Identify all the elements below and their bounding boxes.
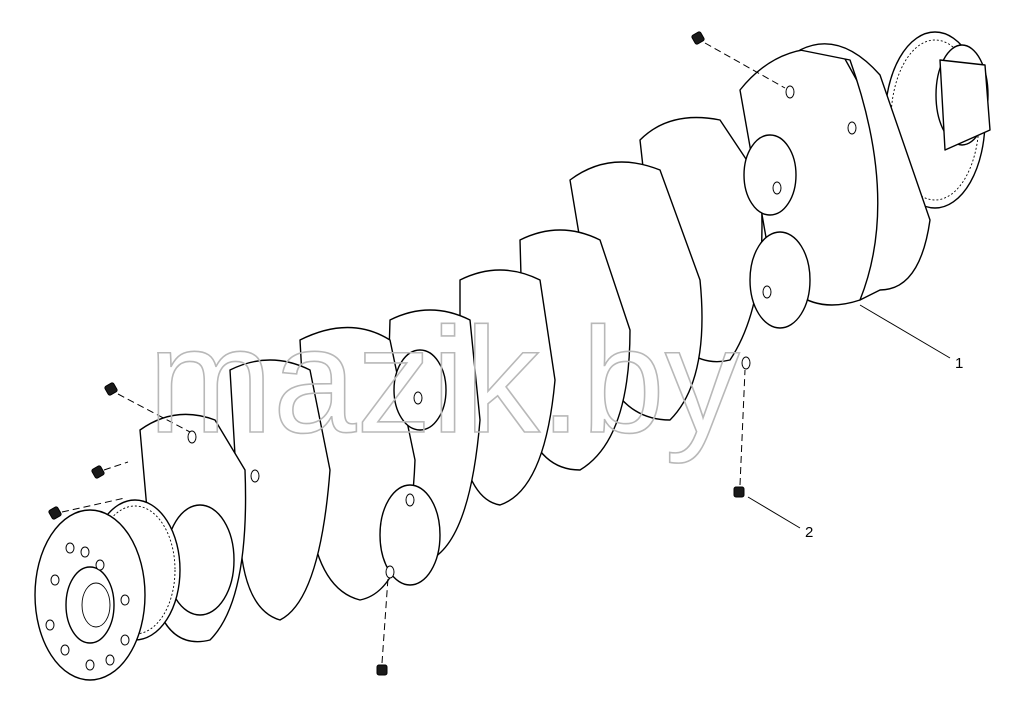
plug-top-right: [691, 31, 786, 89]
callout-2: 2: [805, 524, 813, 541]
crankshaft-icon: [139, 43, 931, 643]
plug-left-mid: [91, 461, 129, 479]
plug-left-top: [104, 382, 191, 433]
callout-1: 1: [955, 355, 963, 372]
plug-right: [733, 369, 746, 498]
leader-line-1: [859, 304, 951, 359]
front-gear-icon: [34, 499, 181, 681]
plug-left-low: [48, 497, 126, 520]
leader-line-2: [747, 496, 801, 529]
watermark: mazik.by: [148, 296, 740, 464]
plug-bottom: [376, 577, 389, 676]
